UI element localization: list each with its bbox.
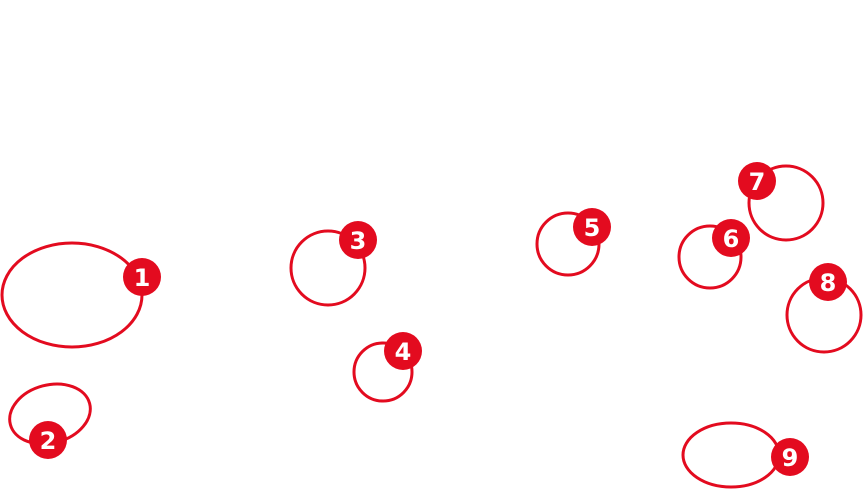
- highlight-ring: [747, 164, 825, 242]
- number-badge: [384, 332, 422, 370]
- number-badge: [123, 258, 161, 296]
- badge-number: 5: [584, 214, 601, 242]
- badge-number: 6: [723, 225, 740, 253]
- badge-number: 2: [40, 427, 57, 455]
- number-badge: [712, 219, 750, 257]
- callout-6: 6: [677, 219, 750, 290]
- number-badge: [771, 438, 809, 476]
- callout-3: 3: [289, 221, 377, 307]
- callout-8: 8: [785, 263, 863, 354]
- number-badge: [809, 263, 847, 301]
- badge-number: 4: [395, 338, 412, 366]
- callout-1: 1: [0, 241, 161, 349]
- highlight-ring: [289, 229, 367, 307]
- highlight-ring: [0, 241, 144, 349]
- callout-4: 4: [352, 332, 422, 403]
- badge-number: 7: [749, 168, 766, 196]
- callout-2: 2: [8, 382, 92, 459]
- badge-number: 3: [350, 227, 367, 255]
- callout-9: 9: [681, 421, 809, 489]
- number-badge: [738, 162, 776, 200]
- badge-number: 8: [820, 269, 837, 297]
- callout-7: 7: [738, 162, 825, 242]
- highlight-ring: [352, 341, 414, 403]
- highlight-ring: [681, 421, 781, 489]
- highlight-ring: [677, 224, 743, 290]
- callout-5: 5: [535, 208, 611, 277]
- number-badge: [573, 208, 611, 246]
- badge-number: 9: [782, 444, 799, 472]
- badge-number: 1: [134, 264, 151, 292]
- number-badge: [29, 421, 67, 459]
- number-badge: [339, 221, 377, 259]
